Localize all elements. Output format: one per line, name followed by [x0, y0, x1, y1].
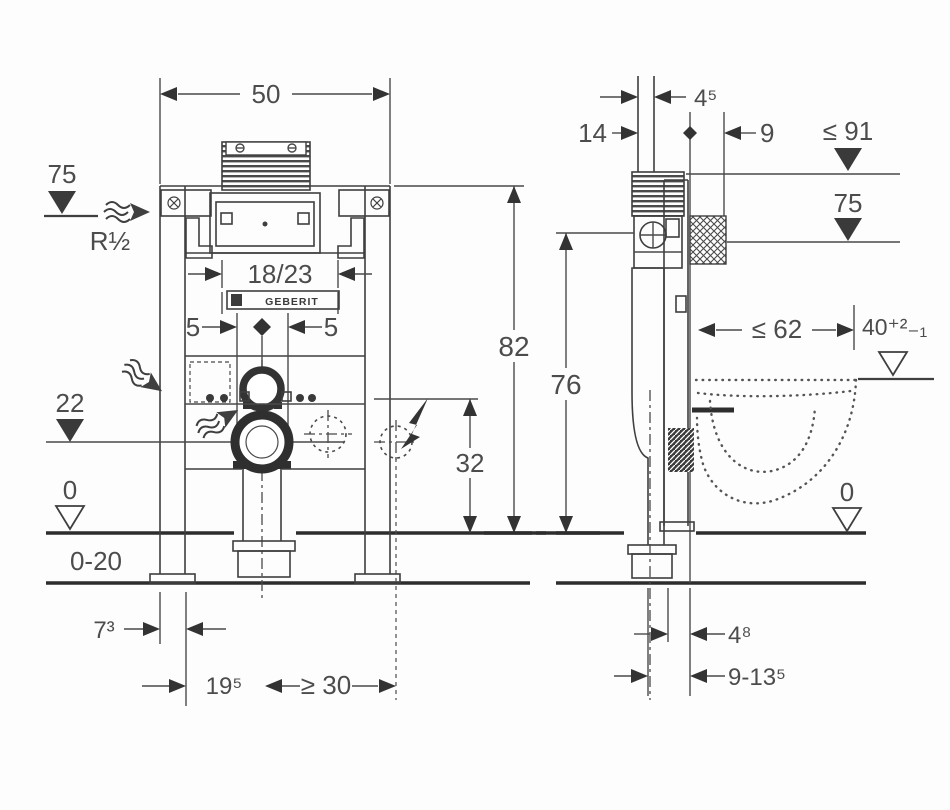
dim-outlet-height-label: 22	[56, 388, 85, 418]
dim-bowl-depth-label: ≤ 62	[752, 314, 802, 344]
dim-bowl-depth: ≤ 62	[698, 305, 855, 350]
supply-pipe	[637, 76, 655, 172]
dim-rail-width-label: 7³	[93, 617, 114, 644]
dim-floor-range-label: 9-13⁵	[728, 664, 786, 691]
dim-top-depth: 14	[578, 118, 638, 148]
dim-supply-height-right-label: 75	[834, 188, 863, 218]
dim-wall-offset-label: 9	[760, 118, 774, 148]
cistern-side-section	[631, 171, 727, 269]
dim-connection-height-label: 32	[456, 448, 485, 478]
fastener-row	[185, 391, 365, 405]
flush-valve	[239, 366, 285, 412]
screw-icon	[370, 196, 384, 210]
dim-flush-pipe: 18/23	[188, 259, 372, 314]
dim-rail-width: 7³	[93, 592, 226, 706]
dim-wall-gap: 4⁸	[634, 588, 751, 696]
supply-level-marker-right: 75	[727, 188, 900, 243]
wall-hatch	[689, 215, 727, 265]
dim-offset-right-label: 5	[324, 312, 338, 342]
front-view: 50 75 R½	[44, 78, 546, 706]
drain-pipe	[185, 468, 365, 578]
max-height-marker: ≤ 91	[686, 116, 900, 175]
floor-level-marker-left: 0 0-20	[55, 475, 122, 576]
floor-buildup-label: 0-20	[70, 546, 122, 576]
dim-supply-height-label: 75	[48, 159, 77, 189]
dim-side-clearance: ≥ 30	[265, 670, 396, 700]
waste-outlet	[230, 410, 294, 474]
alternate-outlet-positions	[304, 398, 428, 700]
dim-offset-left-label: 5	[186, 312, 200, 342]
center-anchor	[253, 318, 271, 336]
tank-and-elbow	[627, 267, 677, 700]
floor-level-marker-right: 0	[832, 477, 862, 532]
dim-pipe-spacing-label: 4⁵	[694, 85, 717, 112]
dim-pipe-spacing: 4⁵	[600, 85, 717, 112]
dim-side-frame-height-label: 76	[550, 369, 581, 400]
dim-max-height-label: ≤ 91	[823, 116, 873, 146]
brand-logo: GEBERIT	[226, 290, 340, 310]
dim-connection-height: 32	[374, 398, 488, 533]
dim-outlet-offset: 19⁵	[142, 673, 242, 700]
dim-frame-height: 82	[394, 185, 546, 535]
dim-frame-height-label: 82	[498, 331, 529, 362]
dim-side-clearance-label: ≥ 30	[301, 670, 351, 700]
frame-legs	[149, 533, 401, 584]
supply-thread-label: R½	[90, 226, 130, 256]
protection-box	[221, 141, 311, 191]
dim-width-label: 50	[252, 79, 281, 109]
lightning-bolt-icon	[401, 398, 428, 449]
floor-level-label: 0	[63, 475, 77, 505]
brand-logo-label: GEBERIT	[265, 296, 319, 308]
fixing-bracket	[668, 428, 694, 472]
outlet-level-marker: 22	[46, 388, 344, 443]
side-view: 4⁵ 14 9 ≤ 91 75	[536, 76, 934, 700]
dim-outlet-offset-label: 19⁵	[206, 673, 243, 700]
dim-wall-gap-label: 4⁸	[728, 622, 751, 649]
protection-box-side	[631, 171, 685, 217]
screw-icon	[167, 196, 181, 210]
dim-rim-height-label: 40⁺²₋₁	[862, 314, 928, 340]
rim-height-marker: 40⁺²₋₁	[858, 314, 934, 381]
dim-top-depth-label: 14	[578, 118, 607, 148]
dim-wall-offset: 9	[683, 118, 774, 148]
floor-level-right-label: 0	[840, 477, 854, 507]
dim-side-frame-height: 76	[536, 232, 634, 535]
supply-connection-marker: 75 R½	[44, 159, 151, 256]
toilet-bowl-outline	[694, 378, 858, 505]
dim-floor-range: 9-13⁵	[614, 664, 786, 691]
dim-offsets: 5 5	[186, 312, 338, 342]
dim-flush-pipe-label: 18/23	[247, 259, 312, 289]
dim-frame-width: 50	[159, 78, 391, 184]
